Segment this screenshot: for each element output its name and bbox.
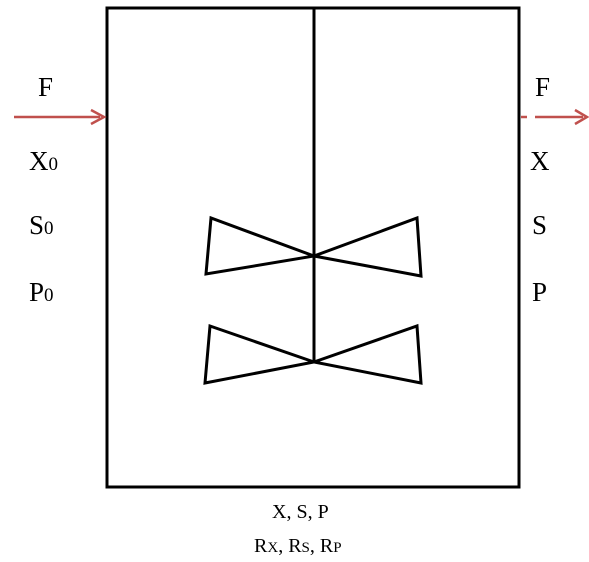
inlet-biomass-subscript: 0 (48, 154, 59, 175)
outlet-biomass-label: X (530, 146, 550, 176)
outlet-flow-label: F (535, 72, 551, 102)
rate-x-subscript: X (267, 540, 279, 556)
reactor-state-label: X, S, P (272, 501, 329, 523)
rate-s-symbol: R (288, 535, 302, 557)
upper-impeller-right-blade (308, 215, 423, 278)
inlet-biomass-label: X0 (29, 148, 58, 175)
lower-impeller-right-blade (308, 323, 423, 385)
inlet-substrate-subscript: 0 (44, 218, 54, 239)
outlet-arrow (521, 108, 589, 126)
inlet-flow-label: F (38, 72, 54, 102)
inlet-substrate-symbol: S (29, 210, 45, 240)
upper-impeller (204, 215, 423, 278)
inlet-product-label: P0 (29, 279, 54, 306)
inlet-product-subscript: 0 (44, 285, 54, 306)
rate-separator: , (278, 535, 289, 557)
rate-p-symbol: R (319, 535, 334, 557)
lower-impeller (203, 323, 423, 385)
outlet-substrate-label: S (532, 210, 548, 240)
inlet-product-symbol: P (29, 277, 45, 307)
inlet-substrate-label: S0 (29, 212, 54, 239)
inlet-arrow (14, 108, 107, 126)
rate-p-subscript: P (333, 540, 342, 556)
rate-x-symbol: R (254, 535, 268, 557)
inlet-biomass-symbol: X (29, 146, 49, 176)
upper-impeller-left-blade (204, 215, 320, 276)
outlet-product-label: P (532, 277, 548, 307)
reactor-rates-label: RX, RS, RP (254, 536, 342, 556)
rate-separator: , (309, 535, 320, 557)
lower-impeller-left-blade (203, 323, 320, 385)
rate-s-subscript: S (301, 540, 310, 556)
